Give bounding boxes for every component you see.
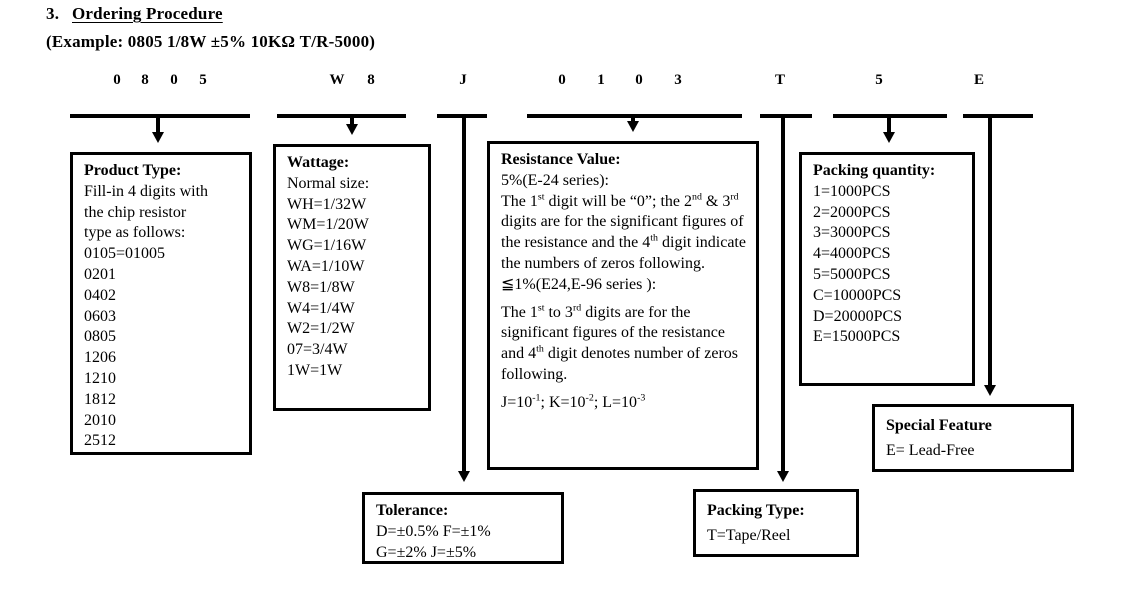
box-line: the chip resistor [84, 203, 187, 221]
code-char-2: 0 [170, 72, 178, 88]
box-lines: Normal size: WH=1/32W WM=1/20W WG=1/16W WA=1… [287, 174, 419, 382]
bracket-bar-packing-quantity [833, 114, 947, 118]
box-lines: 1=1000PCS 2=2000PCS 3=3000PCS 4=4000PCS 5=50… [813, 182, 963, 348]
box-line: 1210 [84, 369, 116, 387]
box-title: Tolerance: [376, 502, 449, 519]
box-line: WH=1/32W [287, 195, 367, 213]
box-line: T=Tape/Reel [707, 526, 791, 544]
section-number: 3. [46, 4, 60, 23]
box-line: W8=1/8W [287, 278, 355, 296]
box-title: Product Type: [84, 162, 182, 179]
box-title: Packing Type: [707, 502, 805, 519]
box-lines: E= Lead-Free [886, 441, 1062, 462]
box-line: G=±2% J=±5% [376, 543, 477, 561]
code-char-7: 0 [558, 72, 566, 88]
box-lines: T=Tape/Reel [707, 526, 847, 547]
code-char-3: 5 [199, 72, 207, 88]
arrow-head-product-type [152, 132, 164, 143]
bracket-bar-resistance-value [527, 114, 742, 118]
arrow-head-special-feature [984, 385, 996, 396]
code-char-13: E [973, 72, 984, 88]
page-title: Ordering Procedure [72, 4, 223, 23]
bracket-bar-product-type [70, 114, 250, 118]
box-line: 2512 [84, 432, 116, 450]
code-char-1: 8 [141, 72, 149, 88]
arrow-head-packing-quantity [883, 132, 895, 143]
box-line: WG=1/16W [287, 237, 367, 255]
bracket-stem-packing-quantity [887, 118, 891, 132]
box-line: D=20000PCS [813, 307, 903, 325]
arrow-head-tolerance [458, 471, 470, 482]
bracket-stem-product-type [156, 118, 160, 132]
code-char-10: 3 [674, 72, 682, 88]
box-lines: D=±0.5% F=±1% G=±2% J=±5% [376, 522, 552, 564]
box-line: 07=3/4W [287, 341, 348, 359]
box-line: WA=1/10W [287, 257, 365, 275]
bracket-stem-packing-type [781, 118, 785, 471]
box-line: 1W=1W [287, 361, 343, 379]
example-part-number: (Example: 0805 1/8W ±5% 10KΩ T/R-5000) [46, 32, 376, 51]
box-line: Fill-in 4 digits with [84, 182, 209, 200]
bracket-stem-tolerance [462, 118, 466, 471]
bracket-bar-wattage [277, 114, 406, 118]
box-line: 1812 [84, 390, 116, 408]
code-char-0: 0 [113, 72, 121, 88]
box-line: type as follows: [84, 224, 186, 242]
arrow-head-packing-type [777, 471, 789, 482]
code-char-8: 1 [597, 72, 605, 88]
code-char-5: 8 [367, 72, 375, 88]
box-title: Resistance Value: [501, 151, 621, 168]
box-tolerance: Tolerance: D=±0.5% F=±1% G=±2% J=±5% [362, 492, 564, 564]
box-line: 0201 [84, 265, 116, 283]
box-line: 1206 [84, 349, 116, 367]
bracket-bar-tolerance [437, 114, 487, 118]
box-line: 0105=01005 [84, 245, 166, 263]
resistance-multipliers: J=10-1; K=10-2; L=10-3 [501, 392, 646, 411]
bracket-bar-special-feature [963, 114, 1033, 118]
box-special-feature: Special Feature E= Lead-Free [872, 404, 1074, 472]
box-title: Special Feature [886, 417, 992, 434]
code-char-6: J [459, 72, 467, 88]
box-title: Wattage: [287, 154, 350, 171]
code-char-12: 5 [875, 72, 883, 88]
box-line: 4=4000PCS [813, 245, 891, 263]
arrow-head-wattage [346, 124, 358, 135]
box-line: E=15000PCS [813, 328, 901, 346]
code-char-4: W [329, 72, 345, 88]
box-line: 2010 [84, 411, 116, 429]
resistance-e96-label: ≦1%(E24,E-96 series ): [501, 275, 657, 293]
arrow-head-resistance-value [627, 121, 639, 132]
box-line: 0603 [84, 307, 116, 325]
box-line: 3=3000PCS [813, 224, 891, 242]
box-line: D=±0.5% F=±1% [376, 522, 491, 540]
box-product-type: Product Type: Fill-in 4 digits with the c… [70, 152, 252, 455]
resistance-e24-label: 5%(E-24 series): [501, 171, 609, 189]
box-line: 2=2000PCS [813, 203, 891, 221]
bracket-stem-resistance-value [631, 118, 635, 121]
box-line: WM=1/20W [287, 216, 369, 234]
box-packing-quantity: Packing quantity: 1=1000PCS 2=2000PCS 3=30… [799, 152, 975, 386]
code-char-11: T [774, 72, 785, 88]
box-line: C=10000PCS [813, 286, 902, 304]
code-char-9: 0 [635, 72, 643, 88]
box-line: 5=5000PCS [813, 265, 891, 283]
box-lines: Fill-in 4 digits with the chip resistor ty… [84, 182, 240, 452]
resistance-e24-description: The 1st digit will be “0”; the 2nd & 3rd… [501, 191, 746, 272]
box-line: 1=1000PCS [813, 182, 891, 200]
bracket-bar-packing-type [760, 114, 812, 118]
box-resistance-value: Resistance Value: 5%(E-24 series): The 1… [487, 141, 759, 470]
box-title: Packing quantity: [813, 162, 936, 179]
box-line: E= Lead-Free [886, 441, 975, 459]
bracket-stem-special-feature [988, 118, 992, 385]
box-packing-type: Packing Type: T=Tape/Reel [693, 489, 859, 557]
resistance-e96-description: The 1st to 3rd digits are for the signif… [501, 302, 738, 383]
box-wattage: Wattage: Normal size: WH=1/32W WM=1/20W WG=… [273, 144, 431, 411]
box-line: 0402 [84, 286, 116, 304]
box-line: 0805 [84, 328, 116, 346]
box-line: W4=1/4W [287, 299, 355, 317]
box-line: Normal size: [287, 174, 370, 192]
box-line: W2=1/2W [287, 320, 355, 338]
bracket-stem-wattage [350, 118, 354, 124]
